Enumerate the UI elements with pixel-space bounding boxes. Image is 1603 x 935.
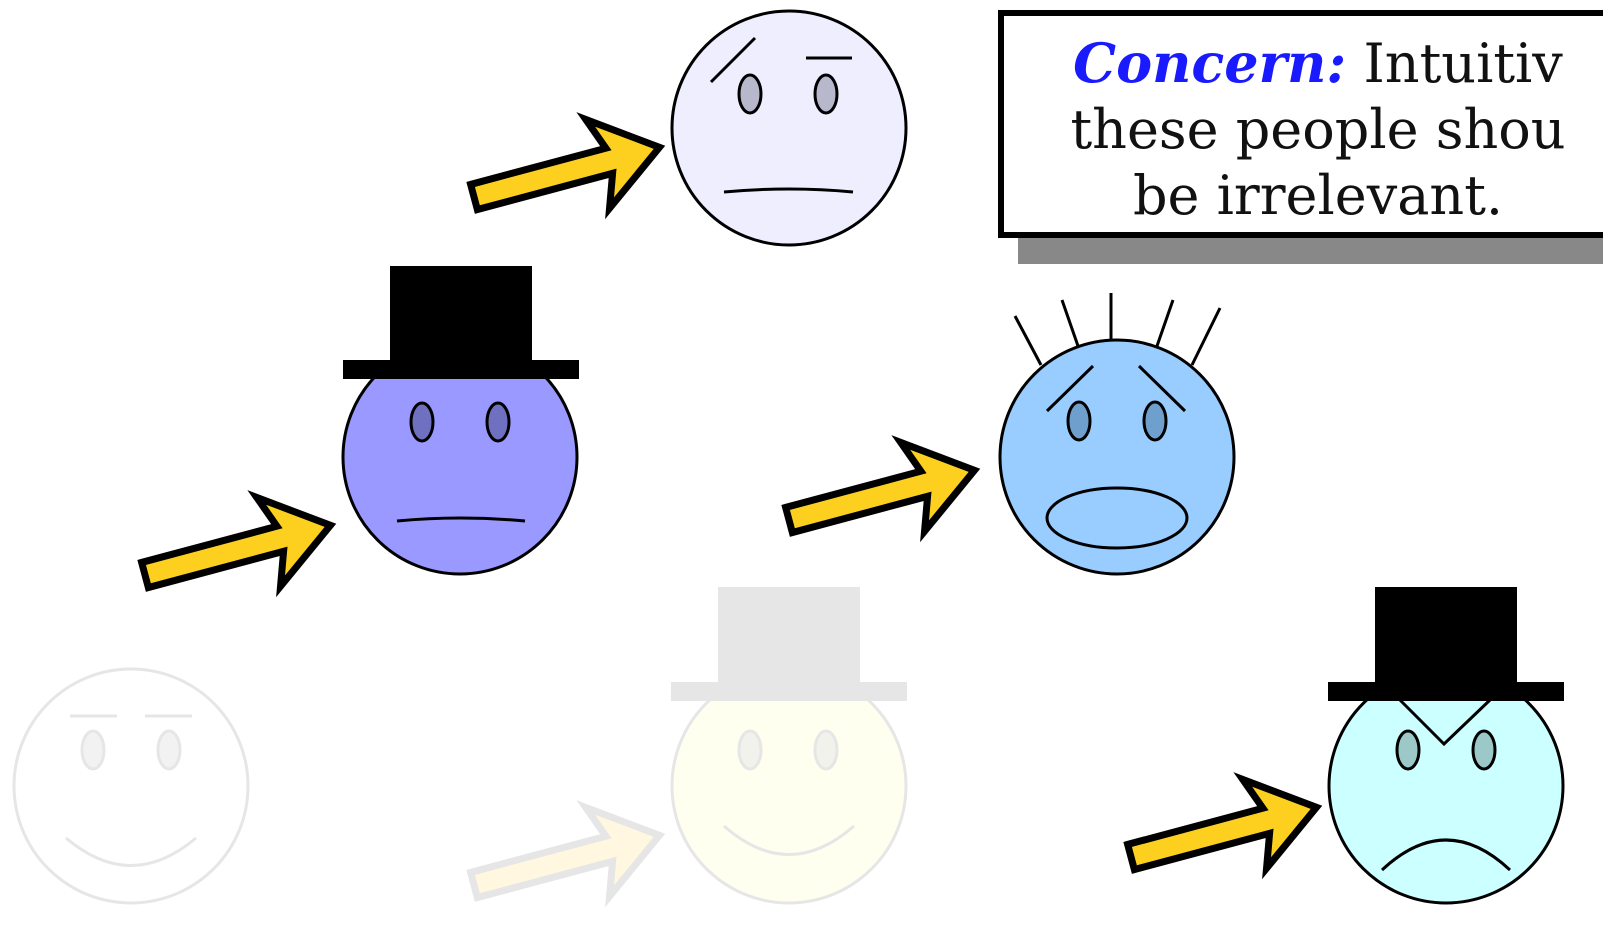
face-faded-smile: [12, 667, 250, 905]
callout-line-1-rest: Intuitiv: [1346, 32, 1563, 95]
arrow-to-faded-hat-face: [462, 791, 671, 930]
arrow-to-angry-face: [1119, 763, 1328, 902]
callout-box: Concern: Intuitiv these people shou be i…: [998, 10, 1603, 238]
callout-line-1: Concern: Intuitiv: [1004, 30, 1603, 97]
arrow-to-hat-face: [133, 481, 342, 620]
top-hat-icon: [343, 266, 579, 379]
faded-top-hat-icon: [671, 587, 907, 701]
face-top-hat-neutral: [341, 266, 579, 576]
face-faded-hat-smile: [670, 587, 908, 905]
top-hat-icon: [1328, 587, 1564, 701]
concern-callout: Concern: Intuitiv these people shou be i…: [998, 10, 1603, 264]
hair-spikes-icon: [1013, 293, 1222, 366]
face-scared: [998, 293, 1236, 576]
arrow-to-top-face: [462, 103, 671, 242]
arrow-to-scared-face: [777, 426, 986, 565]
face-neutral-raised-brow: [670, 9, 908, 247]
callout-line-3: be irrelevant.: [1132, 164, 1504, 227]
callout-line-2: these people shou: [1070, 98, 1566, 161]
callout-keyword: Concern:: [1073, 31, 1347, 95]
face-top-hat-angry: [1327, 587, 1565, 905]
